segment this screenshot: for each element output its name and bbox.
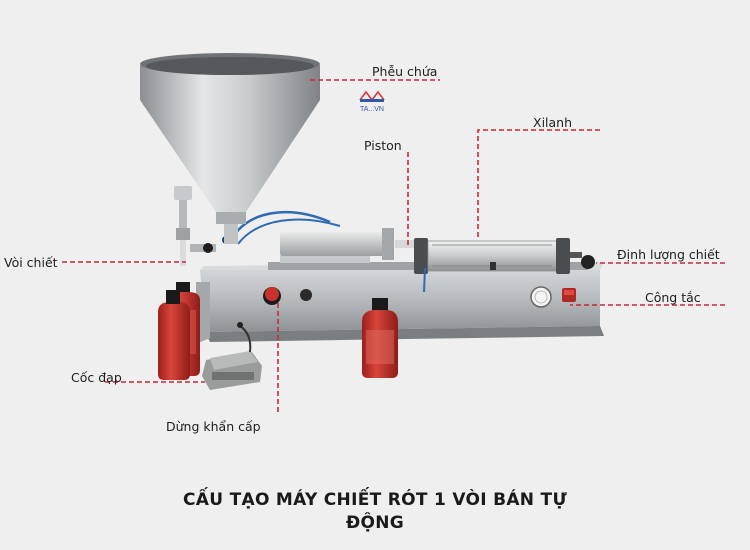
foot-pedal[interactable] bbox=[202, 322, 262, 390]
logo-text: TA...VN bbox=[360, 106, 384, 113]
diagram-title-line1: CẤU TẠO MÁY CHIẾT RÓT 1 VÒI BÁN TỰ bbox=[183, 490, 567, 510]
filling-nozzle bbox=[174, 186, 216, 266]
piston bbox=[280, 228, 417, 260]
brand-logo: TA...VN bbox=[359, 90, 385, 113]
leader-lines bbox=[62, 79, 725, 412]
label-hopper: Phễu chứa bbox=[372, 64, 438, 79]
label-emergency: Dừng khẩn cấp bbox=[166, 419, 261, 434]
diagram-title-line2: ĐỘNG bbox=[345, 513, 405, 533]
cylinder bbox=[414, 238, 570, 274]
emergency-stop-button[interactable] bbox=[263, 287, 281, 305]
speed-knob[interactable] bbox=[300, 289, 312, 301]
label-volume: Định lượng chiết bbox=[617, 247, 720, 262]
power-switch[interactable] bbox=[562, 288, 576, 302]
leader-cylinder bbox=[477, 129, 600, 240]
label-nozzle: Vòi chiết bbox=[4, 255, 58, 270]
label-switch: Công tắc bbox=[645, 290, 701, 305]
hopper: TA...VN bbox=[140, 53, 385, 244]
bottle-left bbox=[158, 282, 200, 380]
volume-adjust-knob[interactable] bbox=[570, 252, 595, 269]
label-pedal: Cốc đạp bbox=[71, 370, 122, 385]
label-piston: Piston bbox=[364, 138, 402, 153]
label-cylinder: Xilanh bbox=[533, 115, 573, 130]
bottle-right bbox=[362, 298, 398, 378]
pressure-gauge bbox=[530, 286, 552, 308]
